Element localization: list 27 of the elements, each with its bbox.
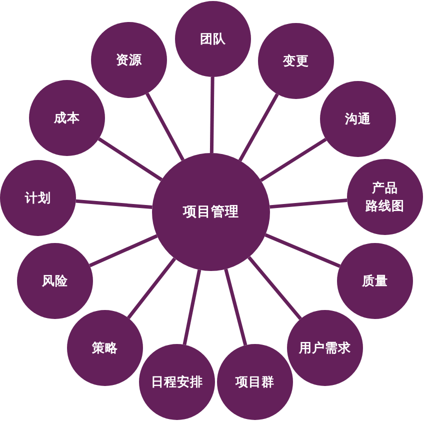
- topic-label: 计划: [25, 189, 51, 207]
- connector-line: [260, 138, 327, 182]
- topic-label: 资源: [116, 51, 142, 69]
- topic-label: 日程安排: [151, 373, 203, 391]
- connector-line: [98, 137, 163, 182]
- topic-label: 产品路线图: [366, 179, 404, 215]
- connector-line: [126, 257, 176, 320]
- topic-label: 质量: [362, 272, 388, 290]
- connector-line: [76, 199, 152, 209]
- topic-label: 风险: [42, 272, 68, 290]
- connector-line: [248, 256, 302, 320]
- connector-line: [182, 270, 202, 346]
- topic-label: 变更: [283, 52, 309, 70]
- hub-label: 项目管理: [183, 203, 239, 221]
- connector-line: [146, 92, 185, 161]
- topic-label: 沟通: [345, 110, 371, 128]
- topic-label: 用户需求: [299, 339, 351, 357]
- connector-line: [224, 268, 248, 346]
- connector-line: [210, 76, 214, 154]
- connector-line: [238, 93, 279, 162]
- topic-label: 团队: [200, 30, 226, 48]
- connector-line: [89, 234, 158, 268]
- topic-label: 成本: [54, 109, 80, 127]
- topic-label: 策略: [92, 339, 118, 357]
- connector-line: [264, 233, 341, 268]
- topic-label: 项目群: [236, 373, 274, 391]
- connector-line: [270, 198, 348, 209]
